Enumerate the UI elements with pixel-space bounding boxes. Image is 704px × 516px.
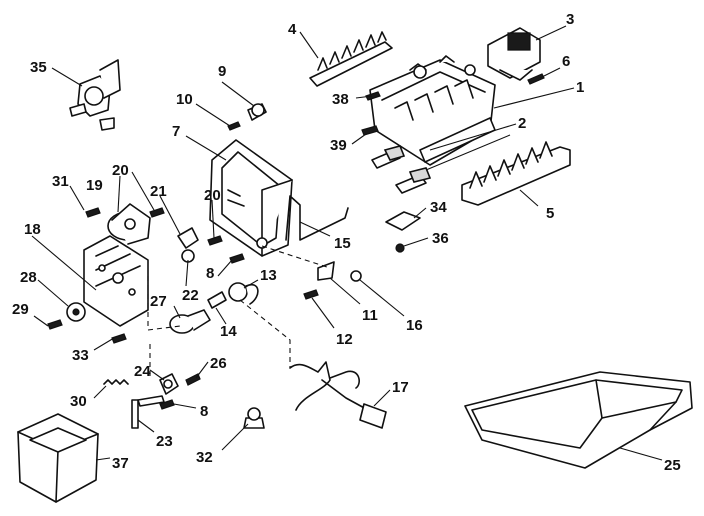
callout-4: 4 — [288, 21, 297, 38]
part-11-lever — [317, 261, 335, 281]
callout-20b: 20 — [204, 187, 221, 204]
callout-6: 6 — [562, 53, 570, 70]
part-37-cover — [17, 413, 99, 503]
callout-32: 32 — [196, 449, 213, 466]
callout-35: 35 — [30, 59, 47, 76]
leader-lines — [31, 25, 663, 461]
part-38-screw — [365, 91, 381, 101]
part-31-screw — [85, 207, 101, 218]
callout-14: 14 — [220, 323, 237, 340]
part-18-mounting-plate — [83, 235, 149, 327]
callout-9: 9 — [218, 63, 226, 80]
part-16-washer — [350, 270, 362, 282]
callout-17: 17 — [392, 379, 409, 396]
part-12-screw — [303, 289, 319, 300]
part-33-screw — [111, 333, 127, 344]
callout-36: 36 — [432, 230, 449, 247]
callout-8a: 8 — [206, 265, 214, 282]
part-13-cam — [228, 282, 259, 305]
callout-33: 33 — [72, 347, 89, 364]
part-10-screw — [227, 121, 241, 131]
part-7-housing — [209, 139, 293, 257]
callout-24: 24 — [134, 363, 151, 380]
callout-3: 3 — [566, 11, 574, 28]
callout-28: 28 — [20, 269, 37, 286]
part-23-arm — [131, 395, 165, 429]
callout-39: 39 — [330, 137, 347, 154]
callout-34: 34 — [430, 199, 447, 216]
part-5-ice-stripper — [461, 141, 571, 206]
part-15-shutoff-arm — [285, 195, 349, 241]
part-6-screw — [527, 73, 545, 85]
callout-8b: 8 — [200, 403, 208, 420]
callout-16: 16 — [406, 317, 423, 334]
part-19-motor — [107, 203, 151, 245]
callout-2: 2 — [518, 115, 526, 132]
part-32-grommet — [243, 407, 265, 429]
part-4-ejector-blades — [309, 31, 393, 87]
callout-26: 26 — [210, 355, 227, 372]
part-14-shaft — [207, 291, 227, 309]
callout-10: 10 — [176, 91, 193, 108]
callout-18: 18 — [24, 221, 41, 238]
part-30-spring — [103, 379, 129, 385]
part-24-bracket — [159, 373, 179, 395]
callout-27: 27 — [150, 293, 167, 310]
callout-37: 37 — [112, 455, 129, 472]
connection-line-b — [147, 276, 181, 331]
part-29-screw — [47, 319, 63, 330]
callout-31: 31 — [52, 173, 69, 190]
callout-25: 25 — [664, 457, 681, 474]
callout-29: 29 — [12, 301, 29, 318]
callout-13: 13 — [260, 267, 277, 284]
callout-labels: 3 4 6 1 2 5 34 36 38 39 35 9 10 7 15 20 … — [12, 11, 681, 474]
callout-23: 23 — [156, 433, 173, 450]
part-35-water-valve — [69, 59, 121, 131]
callout-7: 7 — [172, 123, 180, 140]
callout-22: 22 — [182, 287, 199, 304]
callout-38: 38 — [332, 91, 349, 108]
callout-1: 1 — [576, 79, 584, 96]
part-20-screw-b — [207, 235, 223, 246]
connection-line-a — [261, 245, 331, 269]
part-25-ice-bucket — [464, 371, 693, 469]
part-8-screw-upper — [229, 253, 245, 264]
callout-21: 21 — [150, 183, 167, 200]
connection-line-c — [239, 299, 291, 368]
callout-19: 19 — [86, 177, 103, 194]
part-28-gear — [66, 302, 86, 322]
callout-20a: 20 — [112, 162, 129, 179]
part-9-thermostat — [247, 103, 267, 121]
part-3-motor-bracket — [487, 27, 541, 81]
part-34-clip — [385, 211, 421, 231]
part-20-screw-a — [149, 207, 165, 218]
part-36-screw — [395, 243, 405, 253]
part-1-mold-body — [369, 55, 496, 166]
part-39-screw — [361, 125, 379, 136]
part-17-wire-harness — [289, 361, 387, 429]
part-8-screw-lower — [159, 399, 175, 410]
part-21-cam — [177, 227, 199, 249]
part-27-motor — [169, 309, 211, 334]
part-2-heater-tubes — [371, 134, 511, 194]
callout-11: 11 — [362, 307, 378, 324]
callout-30: 30 — [70, 393, 87, 410]
callout-12: 12 — [336, 331, 353, 348]
callout-5: 5 — [546, 205, 554, 222]
callout-15: 15 — [334, 235, 351, 252]
